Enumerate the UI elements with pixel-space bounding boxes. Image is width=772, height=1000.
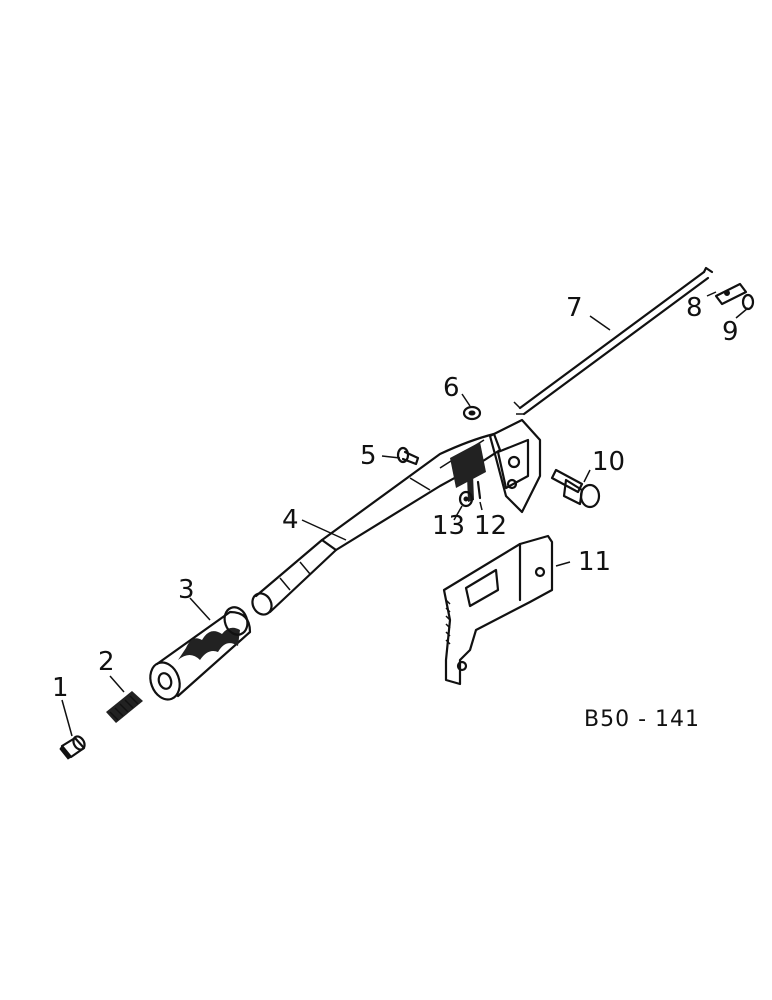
callout-13: 13 (432, 511, 465, 541)
part-5-bolt (396, 446, 420, 466)
callout-1: 1 (52, 673, 69, 703)
callout-7: 7 (566, 293, 583, 323)
callout-5: 5 (360, 441, 377, 471)
callout-2: 2 (98, 647, 115, 677)
callout-labels: 1 2 3 4 5 6 7 8 9 10 11 12 13 (52, 293, 739, 703)
callout-11: 11 (578, 547, 611, 577)
lever-bracket (488, 418, 542, 514)
callout-12: 12 (474, 511, 507, 541)
callout-3: 3 (178, 575, 195, 605)
callout-10: 10 (592, 447, 625, 477)
callout-6: 6 (443, 373, 460, 403)
part-3-grip (149, 606, 252, 701)
part-11-quadrant (442, 534, 554, 686)
leader-lines (61, 291, 749, 737)
callout-8: 8 (686, 293, 703, 323)
part-2-spring (106, 691, 143, 723)
part-4-lever (251, 432, 502, 616)
part-10-pin (550, 468, 601, 509)
part-9-washer (741, 293, 755, 311)
figure-code: B50 - 141 (584, 707, 700, 732)
callout-4: 4 (282, 505, 299, 535)
callout-9: 9 (722, 317, 739, 347)
part-12-cotter-pin (476, 480, 482, 500)
part-13-washer (458, 490, 474, 508)
part-1-roll-pin (59, 735, 86, 760)
part-7-rod (513, 266, 714, 416)
part-8-clip (714, 282, 748, 306)
part-6-nut (462, 405, 482, 421)
